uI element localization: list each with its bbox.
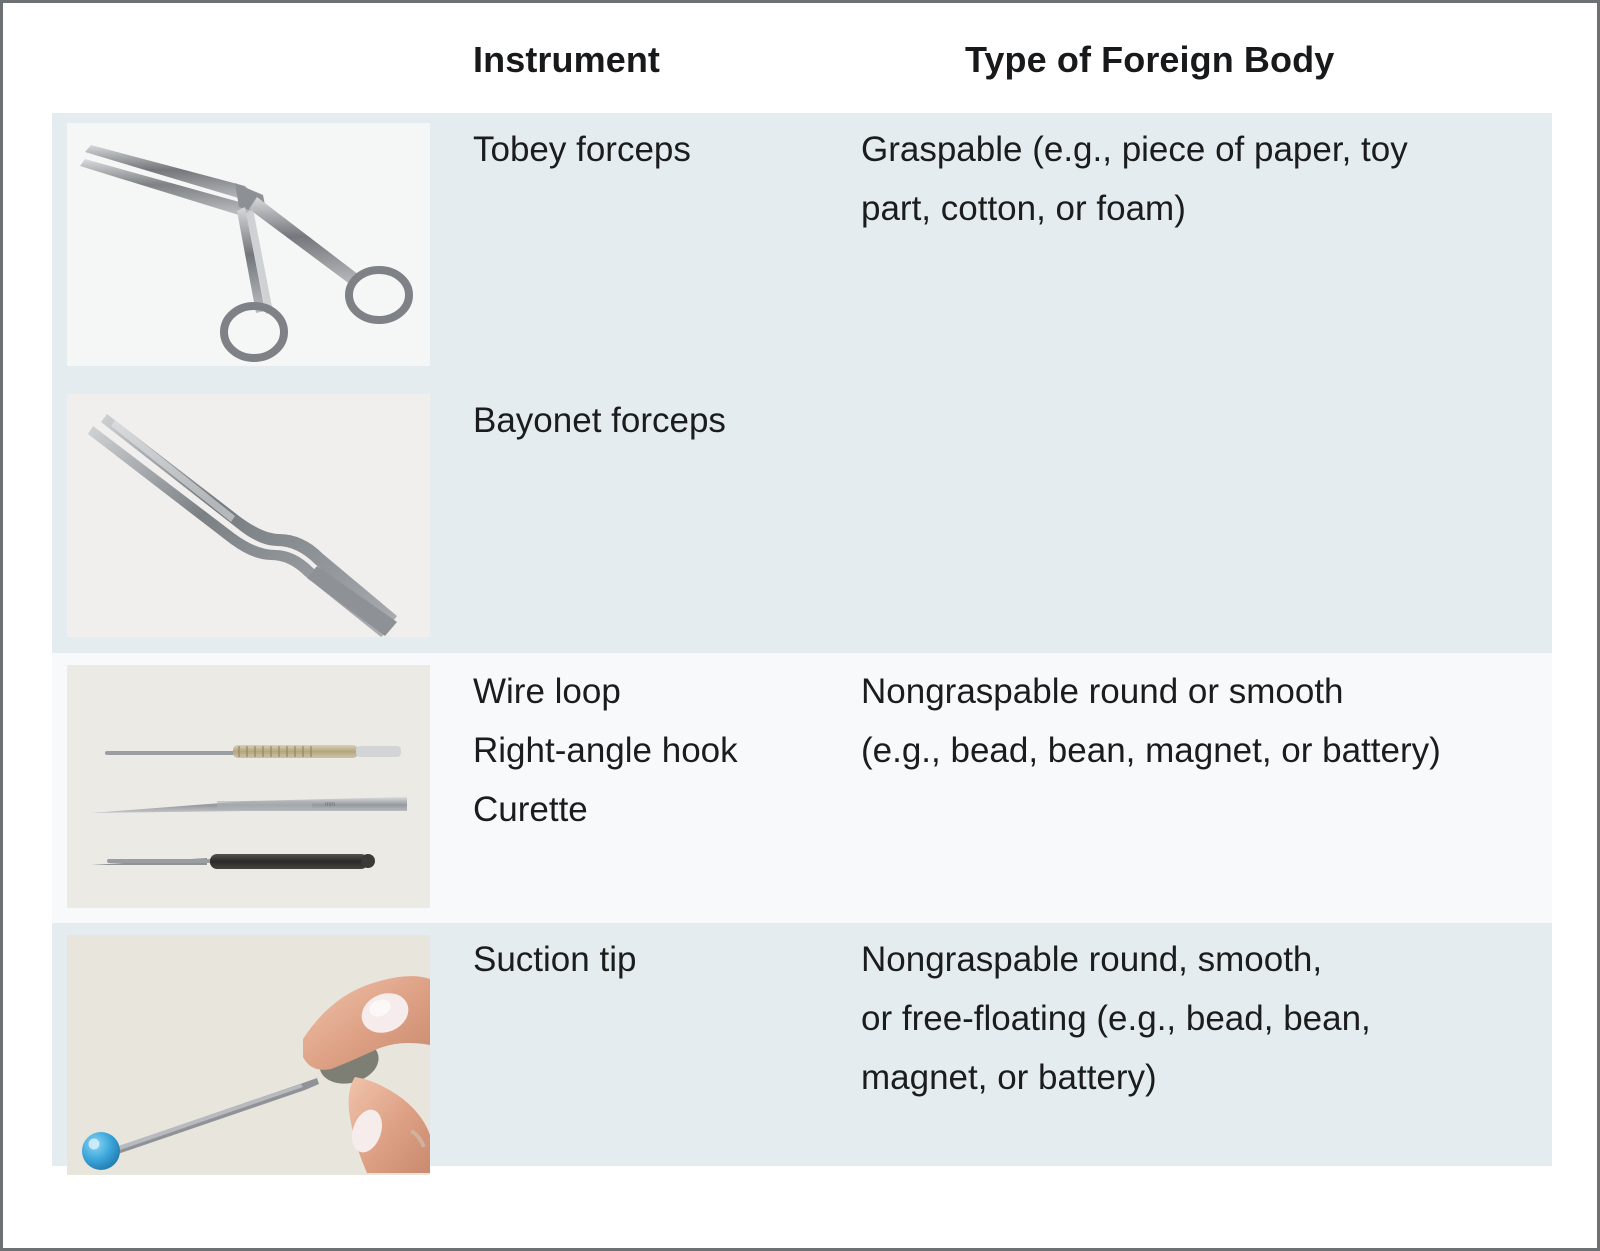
instrument-name: Bayonet forceps	[473, 401, 726, 440]
instrument-name: Suction tip	[473, 940, 637, 979]
instrument-name: Tobey forceps	[473, 130, 691, 169]
table-header: Instrument Type of Foreign Body	[3, 39, 1597, 99]
wire-loop-hook-curette-photo: mm	[67, 665, 430, 908]
instrument-name: Wire loop Right-angle hook Curette	[473, 672, 738, 829]
foreign-body-type: Nongraspable round or smooth (e.g., bead…	[861, 672, 1441, 770]
instrument-table: Tobey forceps Graspable (e.g., piece of …	[52, 113, 1552, 1175]
table-row: mm Wire loop Right-angle hook Curette No…	[52, 653, 1552, 923]
svg-text:mm: mm	[325, 802, 335, 808]
tobey-forceps-photo	[67, 123, 430, 366]
table-row: Tobey forceps Graspable (e.g., piece of …	[52, 113, 1552, 381]
suction-tip-photo	[67, 935, 430, 1175]
table-row: Suction tip Nongraspable round, smooth, …	[52, 923, 1552, 1175]
foreign-body-type: Graspable (e.g., piece of paper, toy par…	[861, 130, 1408, 228]
column-header-instrument: Instrument	[473, 39, 661, 80]
column-header-type-of-foreign-body: Type of Foreign Body	[965, 39, 1335, 80]
bayonet-forceps-photo	[67, 394, 430, 637]
table-row: Bayonet forceps	[52, 381, 1552, 653]
foreign-body-type: Nongraspable round, smooth, or free-floa…	[861, 940, 1371, 1097]
